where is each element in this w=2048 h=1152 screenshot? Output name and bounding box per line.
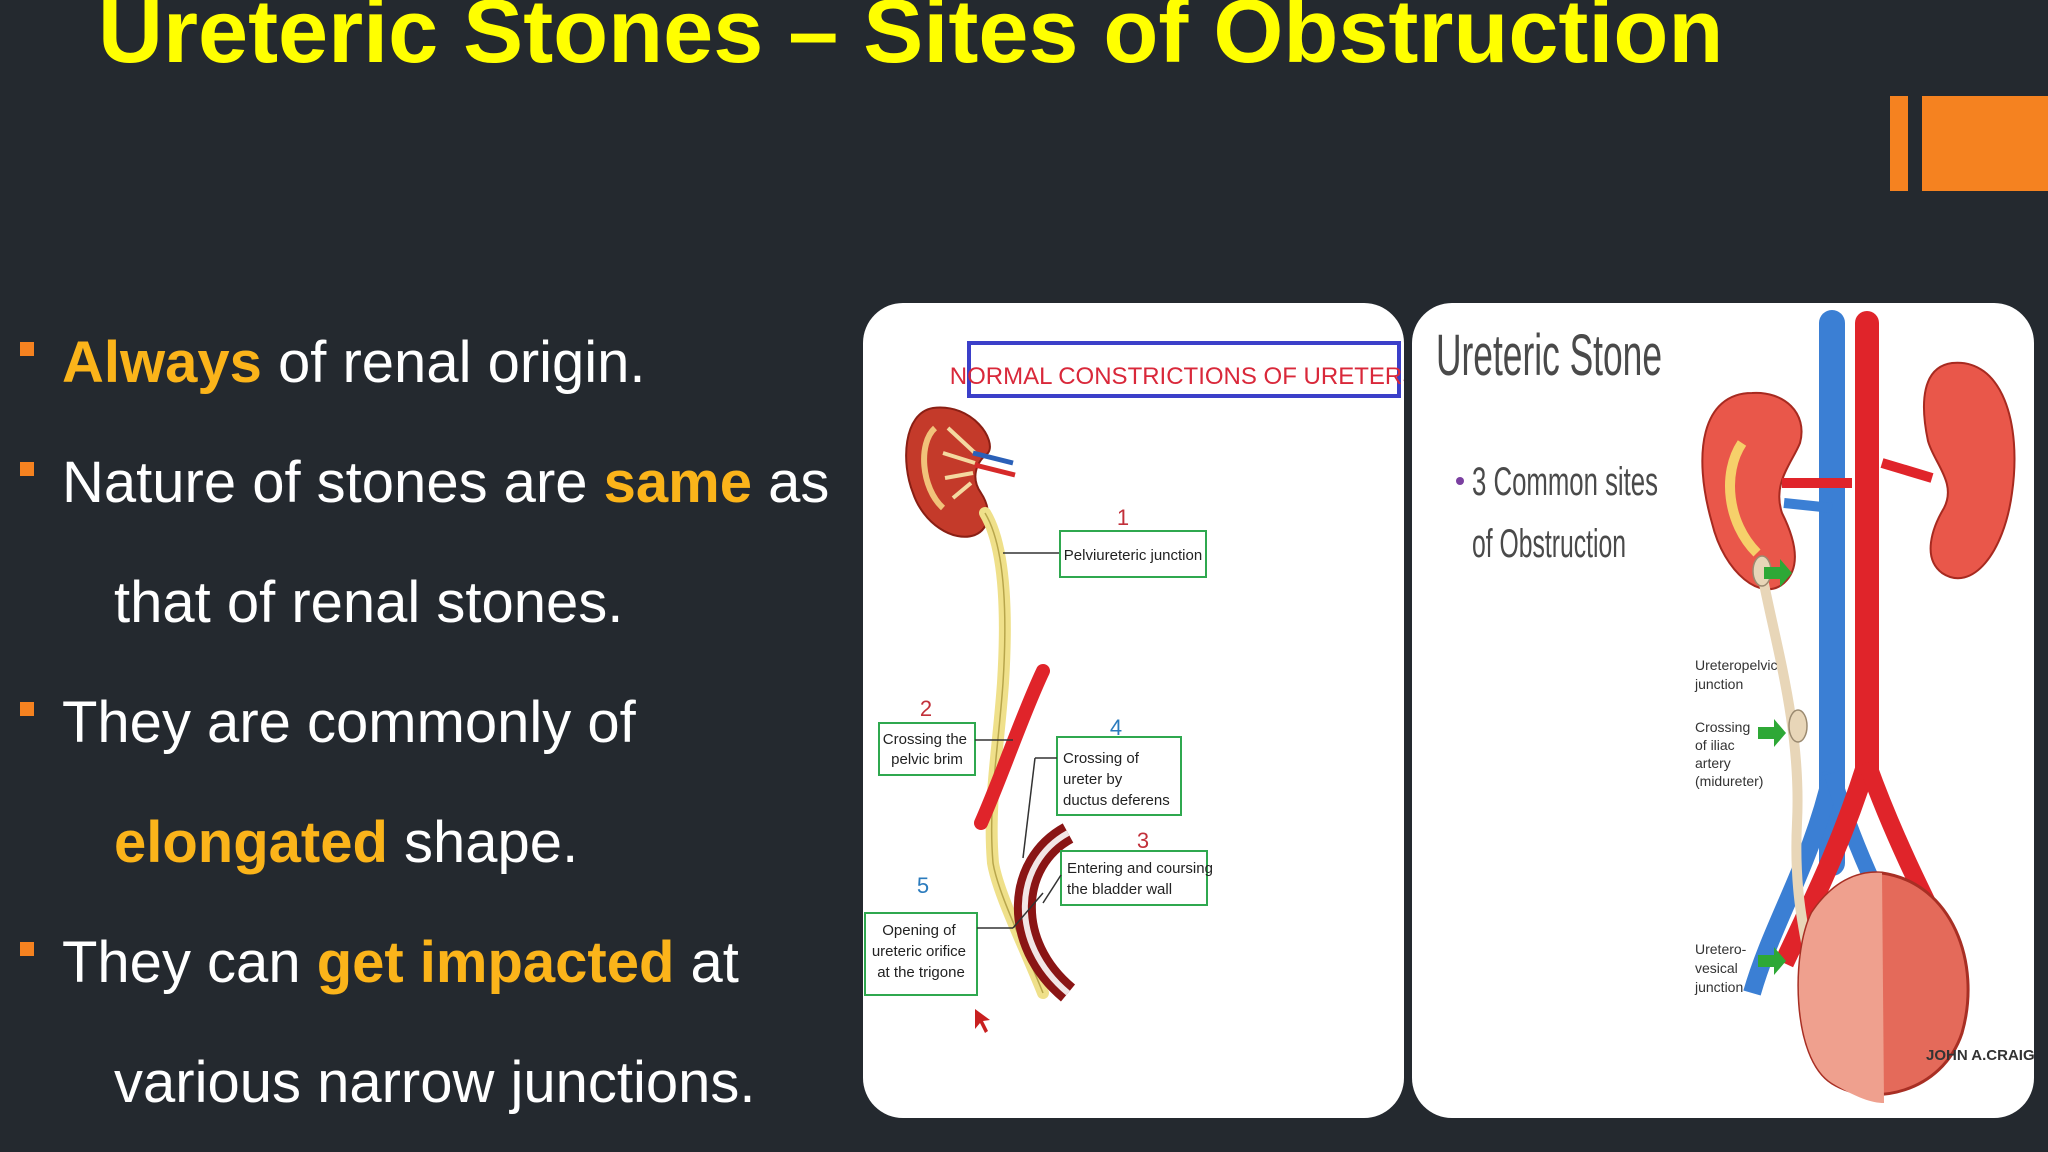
site-number-4: 4 [1110,715,1122,740]
slide-title: Ureteric Stones – Sites of Obstruction [98,0,1724,82]
bullet-line-3: They are commonly of [62,694,636,752]
kidney-illustration [905,406,1016,538]
accent-bar-thick [1922,96,2048,191]
site-number-5: 5 [917,873,929,898]
highlighted-text: elongated [114,810,388,875]
illustrator-signature: JOHN A.CRAIG [1926,1047,2034,1064]
bullet-line-4-cont: various narrow junctions. [114,1054,756,1112]
site-number-1: 1 [1117,505,1129,530]
figure-subtitle: 3 Common sites of Obstruction [1472,460,1669,566]
bullet-marker [20,702,34,716]
constrictions-figure: NORMAL CONSTRICTIONS OF URETERS 1 Pelviu… [863,303,1404,1118]
label-iliac-crossing: Crossing of iliac artery (midureter) [1695,719,1763,789]
highlighted-text: same [603,450,752,515]
bullet-line-2: Nature of stones are same as [62,454,829,512]
sub-bullet-dot [1456,477,1464,485]
arrow-icon [1764,559,1792,587]
figure-title: Ureteric Stone [1436,323,1662,388]
label-ureterovesical: Uretero- vesical junction [1694,941,1750,995]
bullet-marker [20,342,34,356]
label-ureteropelvic: Ureteropelvic junction [1694,657,1781,692]
site-label-4: Crossing of ureter by ductus deferens [1063,750,1170,809]
accent-bar-thin [1890,96,1908,191]
text-segment: various narrow junctions. [114,1050,756,1115]
text-segment: at [674,930,739,995]
site-number-2: 2 [920,696,932,721]
highlighted-text: get impacted [316,930,675,995]
ureteric-stone-figure: Ureteric Stone 3 Common sites of Obstruc… [1412,303,2034,1118]
site-number-3: 3 [1137,828,1149,853]
text-segment: that of renal stones. [114,570,624,635]
bullet-marker [20,942,34,956]
site-label-1: Pelviureteric junction [1064,547,1202,564]
bullet-marker [20,462,34,476]
bullet-line-1: Always of renal origin. [62,334,646,392]
figure-heading: NORMAL CONSTRICTIONS OF URETERS [950,363,1404,390]
arrow-icon [1758,947,1786,975]
text-segment: shape. [387,810,579,875]
text-segment: They can [62,930,317,995]
bullet-line-3-cont: elongated shape. [114,814,578,872]
site-label-3: Entering and coursing the bladder wall [1067,860,1217,898]
cursor-icon [975,1009,990,1033]
text-segment: Nature of stones are [62,450,604,515]
site-label-2: Crossing the pelvic brim [883,731,971,768]
bullet-list: Always of renal origin. Nature of stones… [0,0,860,1152]
bullet-line-2-cont: that of renal stones. [114,574,623,632]
bullet-line-4: They can get impacted at [62,934,739,992]
text-segment: They are commonly of [62,690,636,755]
text-segment: of renal origin. [261,330,646,395]
iliac-artery [974,664,1050,830]
urinary-tract-illustration [1701,310,2016,1103]
heading-box [967,341,1401,398]
text-segment: as [751,450,830,515]
site-label-5: Opening of ureteric orifice at the trigo… [872,922,970,981]
arrow-icon [1758,719,1786,747]
highlighted-text: Always [62,330,262,395]
